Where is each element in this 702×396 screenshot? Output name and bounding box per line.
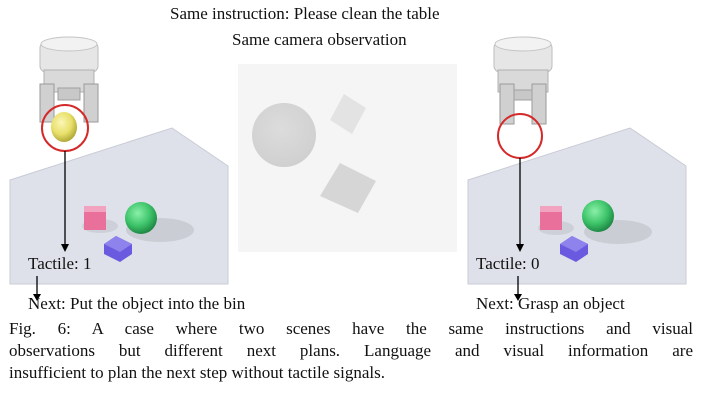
right-scene [467, 36, 687, 301]
camera-view [238, 64, 457, 252]
left-green-sphere [125, 202, 157, 234]
header-instruction: Same instruction: Please clean the table [170, 4, 440, 23]
right-pink-cube [540, 206, 562, 230]
left-scene [9, 36, 229, 301]
header-observation: Same camera observation [232, 30, 407, 49]
camera-sphere [252, 103, 316, 167]
caption-line-1: Fig. 6: A case where two scenes have the… [9, 319, 693, 338]
right-tactile-label: Tactile: 0 [476, 254, 540, 273]
right-green-sphere [582, 200, 614, 232]
camera-cube-top [330, 94, 366, 134]
caption-line-2: observations but different next plans. L… [9, 341, 693, 360]
left-tactile-label: Tactile: 1 [28, 254, 92, 273]
right-next-label: Next: Grasp an object [476, 294, 625, 313]
caption-line-3: insufficient to plan the next step witho… [9, 363, 385, 382]
yellow-ball [51, 112, 77, 142]
left-next-label: Next: Put the object into the bin [28, 294, 246, 313]
camera-box [320, 163, 376, 213]
left-gripper [39, 36, 99, 123]
figure-caption: Fig. 6: A case where two scenes have the… [9, 318, 693, 384]
left-pink-cube [84, 206, 106, 230]
right-gripper [493, 36, 553, 125]
right-tactile-circle [497, 113, 543, 159]
